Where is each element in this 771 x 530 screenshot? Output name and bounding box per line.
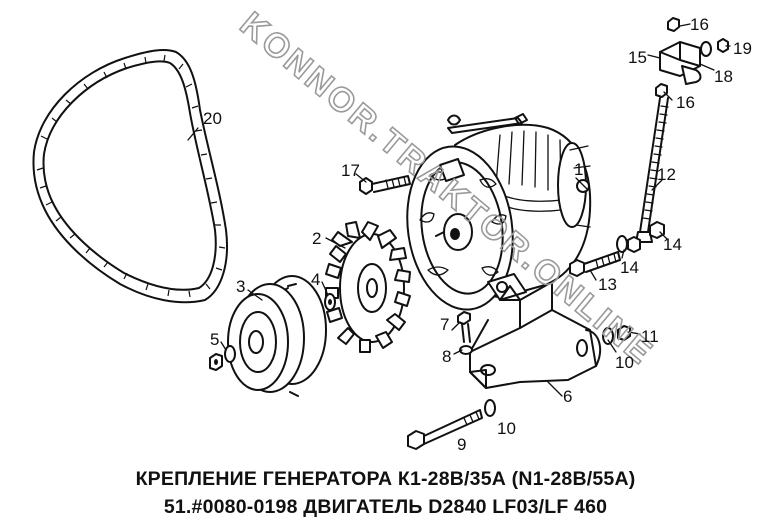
bolt-9 <box>407 409 483 450</box>
callout-3: 3 <box>236 277 245 296</box>
nut-14-lower <box>616 235 641 253</box>
cooling-fan <box>325 221 411 353</box>
callout-19: 19 <box>733 39 752 58</box>
callout-9: 9 <box>457 435 466 454</box>
nut-16-top <box>667 17 680 32</box>
nut-14-upper <box>649 221 665 239</box>
v-belt-texture <box>36 54 226 298</box>
callout-2: 2 <box>312 229 321 248</box>
alternator <box>406 113 592 311</box>
callout-18: 18 <box>714 67 733 86</box>
caption-title: КРЕПЛЕНИЕ ГЕНЕРАТОРА К1-28В/35А (N1-28В/… <box>135 468 636 490</box>
callout-12: 12 <box>657 165 676 184</box>
washer-10-right <box>602 327 614 345</box>
callout-14-right: 14 <box>663 235 682 254</box>
callout-10-lower: 10 <box>497 419 516 438</box>
callout-4: 4 <box>311 270 320 289</box>
callout-13: 13 <box>598 275 617 294</box>
callout-8: 8 <box>442 347 451 366</box>
callout-15: 15 <box>628 48 647 67</box>
bolt-7 <box>457 311 471 343</box>
callout-16-top: 16 <box>690 15 709 34</box>
bolt-13 <box>569 251 621 277</box>
callout-5: 5 <box>210 330 219 349</box>
pulley <box>227 275 327 397</box>
lower-bracket-6 <box>469 281 602 389</box>
callout-10-right: 10 <box>615 353 634 372</box>
callout-14-lower: 14 <box>620 258 639 277</box>
callout-16-lower: 16 <box>676 93 695 112</box>
upper-bracket-15 <box>659 41 702 85</box>
nut-washer-5 <box>209 345 236 371</box>
callout-11: 11 <box>641 327 659 346</box>
callouts: 20 1 17 2 3 4 5 6 7 8 9 10 10 11 12 13 1… <box>203 15 752 454</box>
caption-subtitle: 51.#0080-0198 ДВИГАТЕЛЬ D2840 LF03/LF 46… <box>163 496 608 518</box>
callout-7: 7 <box>440 315 449 334</box>
v-belt <box>32 49 228 304</box>
nut-11 <box>617 325 631 341</box>
leader-lines <box>187 23 731 397</box>
callout-6: 6 <box>563 387 572 406</box>
nut-16-lower <box>655 83 668 98</box>
callout-20: 20 <box>203 109 222 128</box>
washer-8 <box>459 345 473 355</box>
callout-1: 1 <box>574 160 583 179</box>
callout-17: 17 <box>341 161 360 180</box>
washer-4 <box>324 293 336 311</box>
washer-19 <box>700 38 729 57</box>
washer-10-lower <box>484 399 496 417</box>
bolt-17 <box>359 175 411 195</box>
